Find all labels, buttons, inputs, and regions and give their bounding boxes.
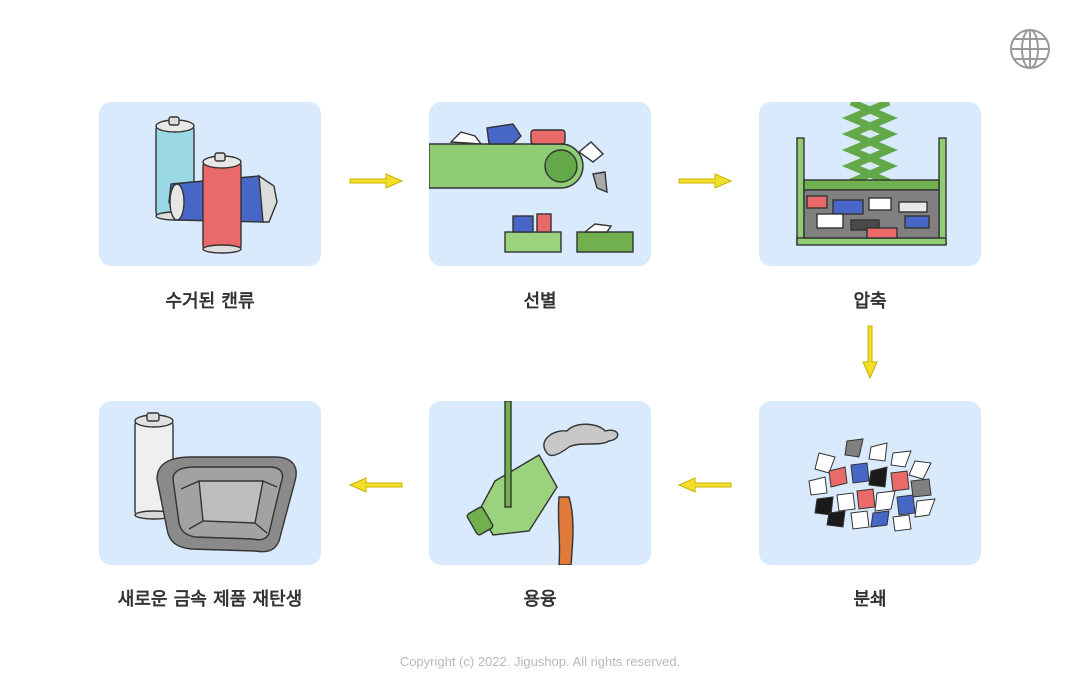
- arrow-left-icon: [348, 477, 403, 493]
- step-label-melting: 용융: [523, 589, 557, 610]
- step-card-shredding: [759, 401, 981, 565]
- sorting-conveyor-icon: [429, 123, 634, 253]
- compression-press-icon: [796, 102, 947, 246]
- shredded-metal-icon: [808, 438, 936, 532]
- globe-icon[interactable]: [1008, 27, 1052, 71]
- copyright-text: Copyright (c) 2022. Jigushop. All rights…: [399, 654, 681, 669]
- collected-cans-icon: [155, 116, 278, 254]
- step-label-compression: 압축: [853, 291, 887, 312]
- new-metal-products-icon: [134, 412, 297, 553]
- arrow-left-icon: [677, 477, 732, 493]
- melting-crucible-icon: [466, 401, 619, 565]
- step-card-melting: [429, 401, 651, 565]
- step-card-sorting: [429, 102, 651, 266]
- step-label-new-products: 새로운 금속 제품 재탄생: [117, 589, 303, 610]
- step-label-shredding: 분쇄: [853, 589, 887, 610]
- step-card-new-products: [99, 401, 321, 565]
- step-card-collected-cans: [99, 102, 321, 266]
- step-label-sorting: 선별: [523, 291, 557, 312]
- arrow-right-icon: [678, 173, 733, 189]
- step-label-collected-cans: 수거된 캔류: [165, 291, 255, 312]
- arrow-right-icon: [349, 173, 404, 189]
- arrow-down-icon: [862, 325, 878, 380]
- step-card-compression: [759, 102, 981, 266]
